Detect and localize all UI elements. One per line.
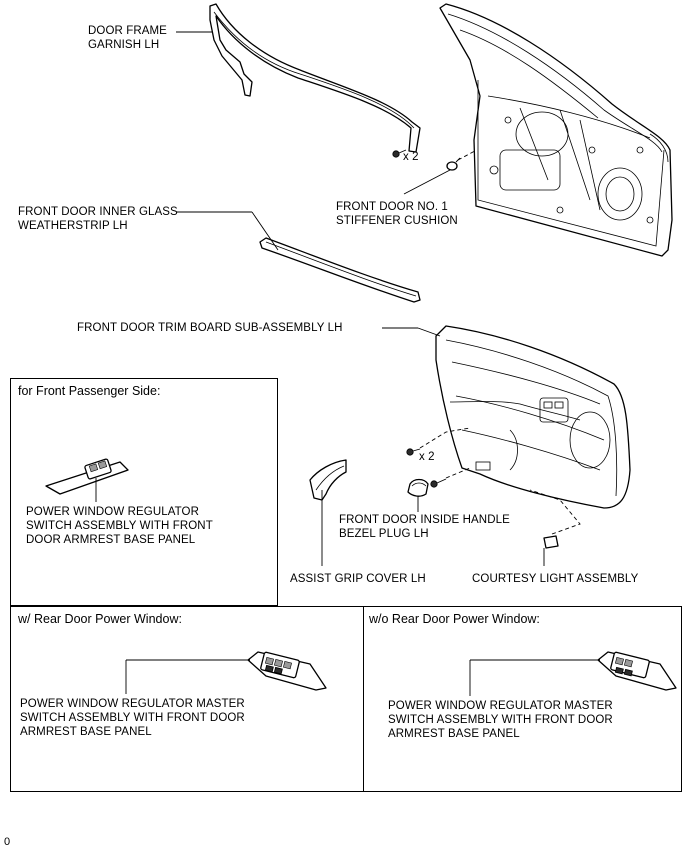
stiffener-cushion-label: FRONT DOOR NO. 1 STIFFENER CUSHION [336, 201, 458, 227]
passenger-switch-label: POWER WINDOW REGULATOR SWITCH ASSEMBLY W… [26, 506, 213, 546]
bezel-plug-drawing [407, 478, 429, 497]
passenger-side-title: for Front Passenger Side: [18, 384, 161, 398]
door-frame-garnish-drawing [209, 3, 421, 153]
bezel-plug-label: FRONT DOOR INSIDE HANDLE BEZEL PLUG LH [339, 514, 510, 540]
page-marker: 0 [4, 836, 11, 848]
trim-board-label: FRONT DOOR TRIM BOARD SUB-ASSEMBLY LH [77, 322, 343, 334]
inner-glass-weatherstrip-label: FRONT DOOR INNER GLASS WEATHERSTRIP LH [18, 206, 178, 232]
with-rear-switch-label: POWER WINDOW REGULATOR MASTER SWITCH ASS… [20, 698, 245, 738]
trim-board-drawing [435, 325, 631, 509]
door-frame-garnish-label: DOOR FRAME GARNISH LH [88, 25, 167, 51]
passenger-switch-drawing [45, 458, 129, 495]
inner-glass-weatherstrip-drawing [259, 237, 421, 303]
trim-screw-drawing [406, 427, 471, 488]
assist-grip-cover-drawing [309, 459, 347, 501]
without-rear-switch-label: POWER WINDOW REGULATOR MASTER SWITCH ASS… [388, 700, 613, 740]
without-rear-window-title: w/o Rear Door Power Window: [369, 612, 540, 626]
leader-lines [95, 31, 600, 696]
without-rear-window-box [363, 606, 682, 792]
frame-clip-quantity: x 2 [403, 151, 419, 163]
passenger-side-box [10, 378, 278, 606]
front-door-drawing [439, 3, 673, 257]
master-switch-with-rear-drawing [247, 651, 327, 691]
with-rear-window-title: w/ Rear Door Power Window: [18, 612, 182, 626]
master-switch-without-rear-drawing [597, 651, 677, 691]
courtesy-light-label: COURTESY LIGHT ASSEMBLY [472, 573, 639, 585]
assist-grip-cover-label: ASSIST GRIP COVER LH [290, 573, 426, 585]
courtesy-light-drawing [529, 489, 581, 549]
garnish-clip-drawing [392, 149, 407, 158]
trim-screw-quantity: x 2 [419, 451, 435, 463]
